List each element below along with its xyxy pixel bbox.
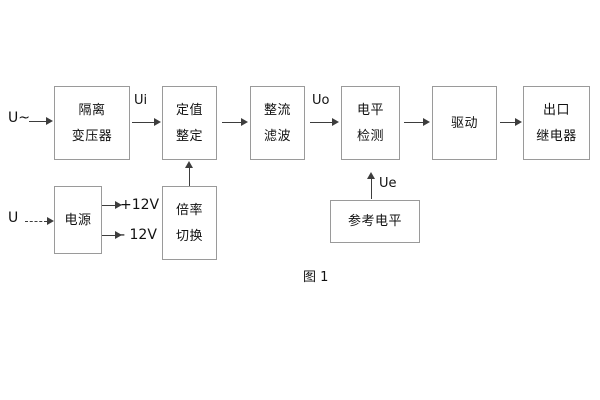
arrow-shaft bbox=[102, 205, 115, 206]
block-rectify-filter: 整流 滤波 bbox=[250, 86, 305, 160]
block-isolation-transformer: 隔离 变压器 bbox=[54, 86, 130, 160]
arrow-level-detection-to-drive bbox=[404, 118, 430, 127]
block-line-1: 驱动 bbox=[450, 115, 478, 131]
arrow-head bbox=[332, 118, 339, 126]
arrow-shaft bbox=[371, 177, 372, 199]
signal-label-uo: Uo bbox=[312, 93, 330, 108]
arrow-head bbox=[115, 201, 122, 209]
arrow-ac-to-isolation-transformer bbox=[29, 117, 53, 126]
block-line-1: 倍率 bbox=[175, 202, 203, 218]
block-line-1: 出口 bbox=[542, 102, 570, 118]
block-line-2: 检测 bbox=[356, 128, 384, 144]
arrow-shaft bbox=[189, 166, 190, 186]
arrow-head bbox=[515, 118, 522, 126]
block-line-1: 定值 bbox=[175, 102, 203, 118]
arrow-reference-to-level-detection bbox=[367, 172, 376, 199]
block-line-1: 隔离 bbox=[78, 102, 106, 118]
arrow-rectify-to-level-detection bbox=[310, 118, 339, 127]
arrow-head bbox=[47, 217, 54, 225]
arrow-shaft bbox=[404, 122, 423, 123]
arrow-shaft bbox=[25, 221, 47, 222]
arrow-shaft bbox=[310, 122, 332, 123]
block-setpoint-setting: 定值 整定 bbox=[162, 86, 217, 160]
block-line-2: 切换 bbox=[175, 228, 203, 244]
figure-caption: 图 1 bbox=[303, 270, 329, 285]
block-line-2: 继电器 bbox=[536, 128, 577, 144]
arrow-head bbox=[115, 231, 122, 239]
arrow-head bbox=[185, 161, 193, 168]
arrow-multiplier-to-setpoint bbox=[185, 161, 194, 186]
block-line-2: 变压器 bbox=[71, 128, 113, 144]
block-reference-level: 参考电平 bbox=[330, 200, 420, 243]
block-line-1: 整流 bbox=[263, 102, 291, 118]
input-label-ac: U~ bbox=[8, 110, 30, 126]
block-output-relay: 出口 继电器 bbox=[523, 86, 590, 160]
input-label-dc: U bbox=[8, 210, 19, 226]
rail-label-positive: +12V bbox=[120, 197, 160, 213]
arrow-rail-positive bbox=[102, 201, 122, 210]
arrow-rail-negative bbox=[102, 231, 122, 240]
signal-label-ui: Ui bbox=[134, 93, 148, 108]
block-line-2: 整定 bbox=[175, 128, 203, 144]
arrow-shaft bbox=[102, 235, 115, 236]
block-drive: 驱动 bbox=[432, 86, 497, 160]
arrow-dc-to-power-supply bbox=[25, 217, 54, 226]
arrow-head bbox=[241, 118, 248, 126]
arrow-head bbox=[46, 117, 53, 125]
arrow-head bbox=[423, 118, 430, 126]
block-level-detection: 电平 检测 bbox=[341, 86, 400, 160]
arrow-setpoint-to-rectify bbox=[222, 118, 248, 127]
arrow-shaft bbox=[222, 122, 241, 123]
arrow-head bbox=[154, 118, 161, 126]
arrow-head bbox=[367, 172, 375, 179]
signal-label-ue: Ue bbox=[379, 176, 397, 191]
block-power-supply: 电源 bbox=[54, 186, 102, 254]
rail-label-negative: - 12V bbox=[120, 227, 157, 243]
block-line-1: 参考电平 bbox=[347, 214, 402, 229]
arrow-drive-to-output-relay bbox=[500, 118, 522, 127]
arrow-shaft bbox=[29, 121, 46, 122]
arrow-shaft bbox=[500, 122, 515, 123]
block-multiplier-switch: 倍率 切换 bbox=[162, 186, 217, 260]
block-line-2: 滤波 bbox=[263, 128, 291, 144]
block-line-1: 电源 bbox=[64, 212, 92, 228]
arrow-shaft bbox=[132, 122, 154, 123]
block-line-1: 电平 bbox=[356, 102, 384, 118]
arrow-isolation-to-setpoint bbox=[132, 118, 161, 127]
